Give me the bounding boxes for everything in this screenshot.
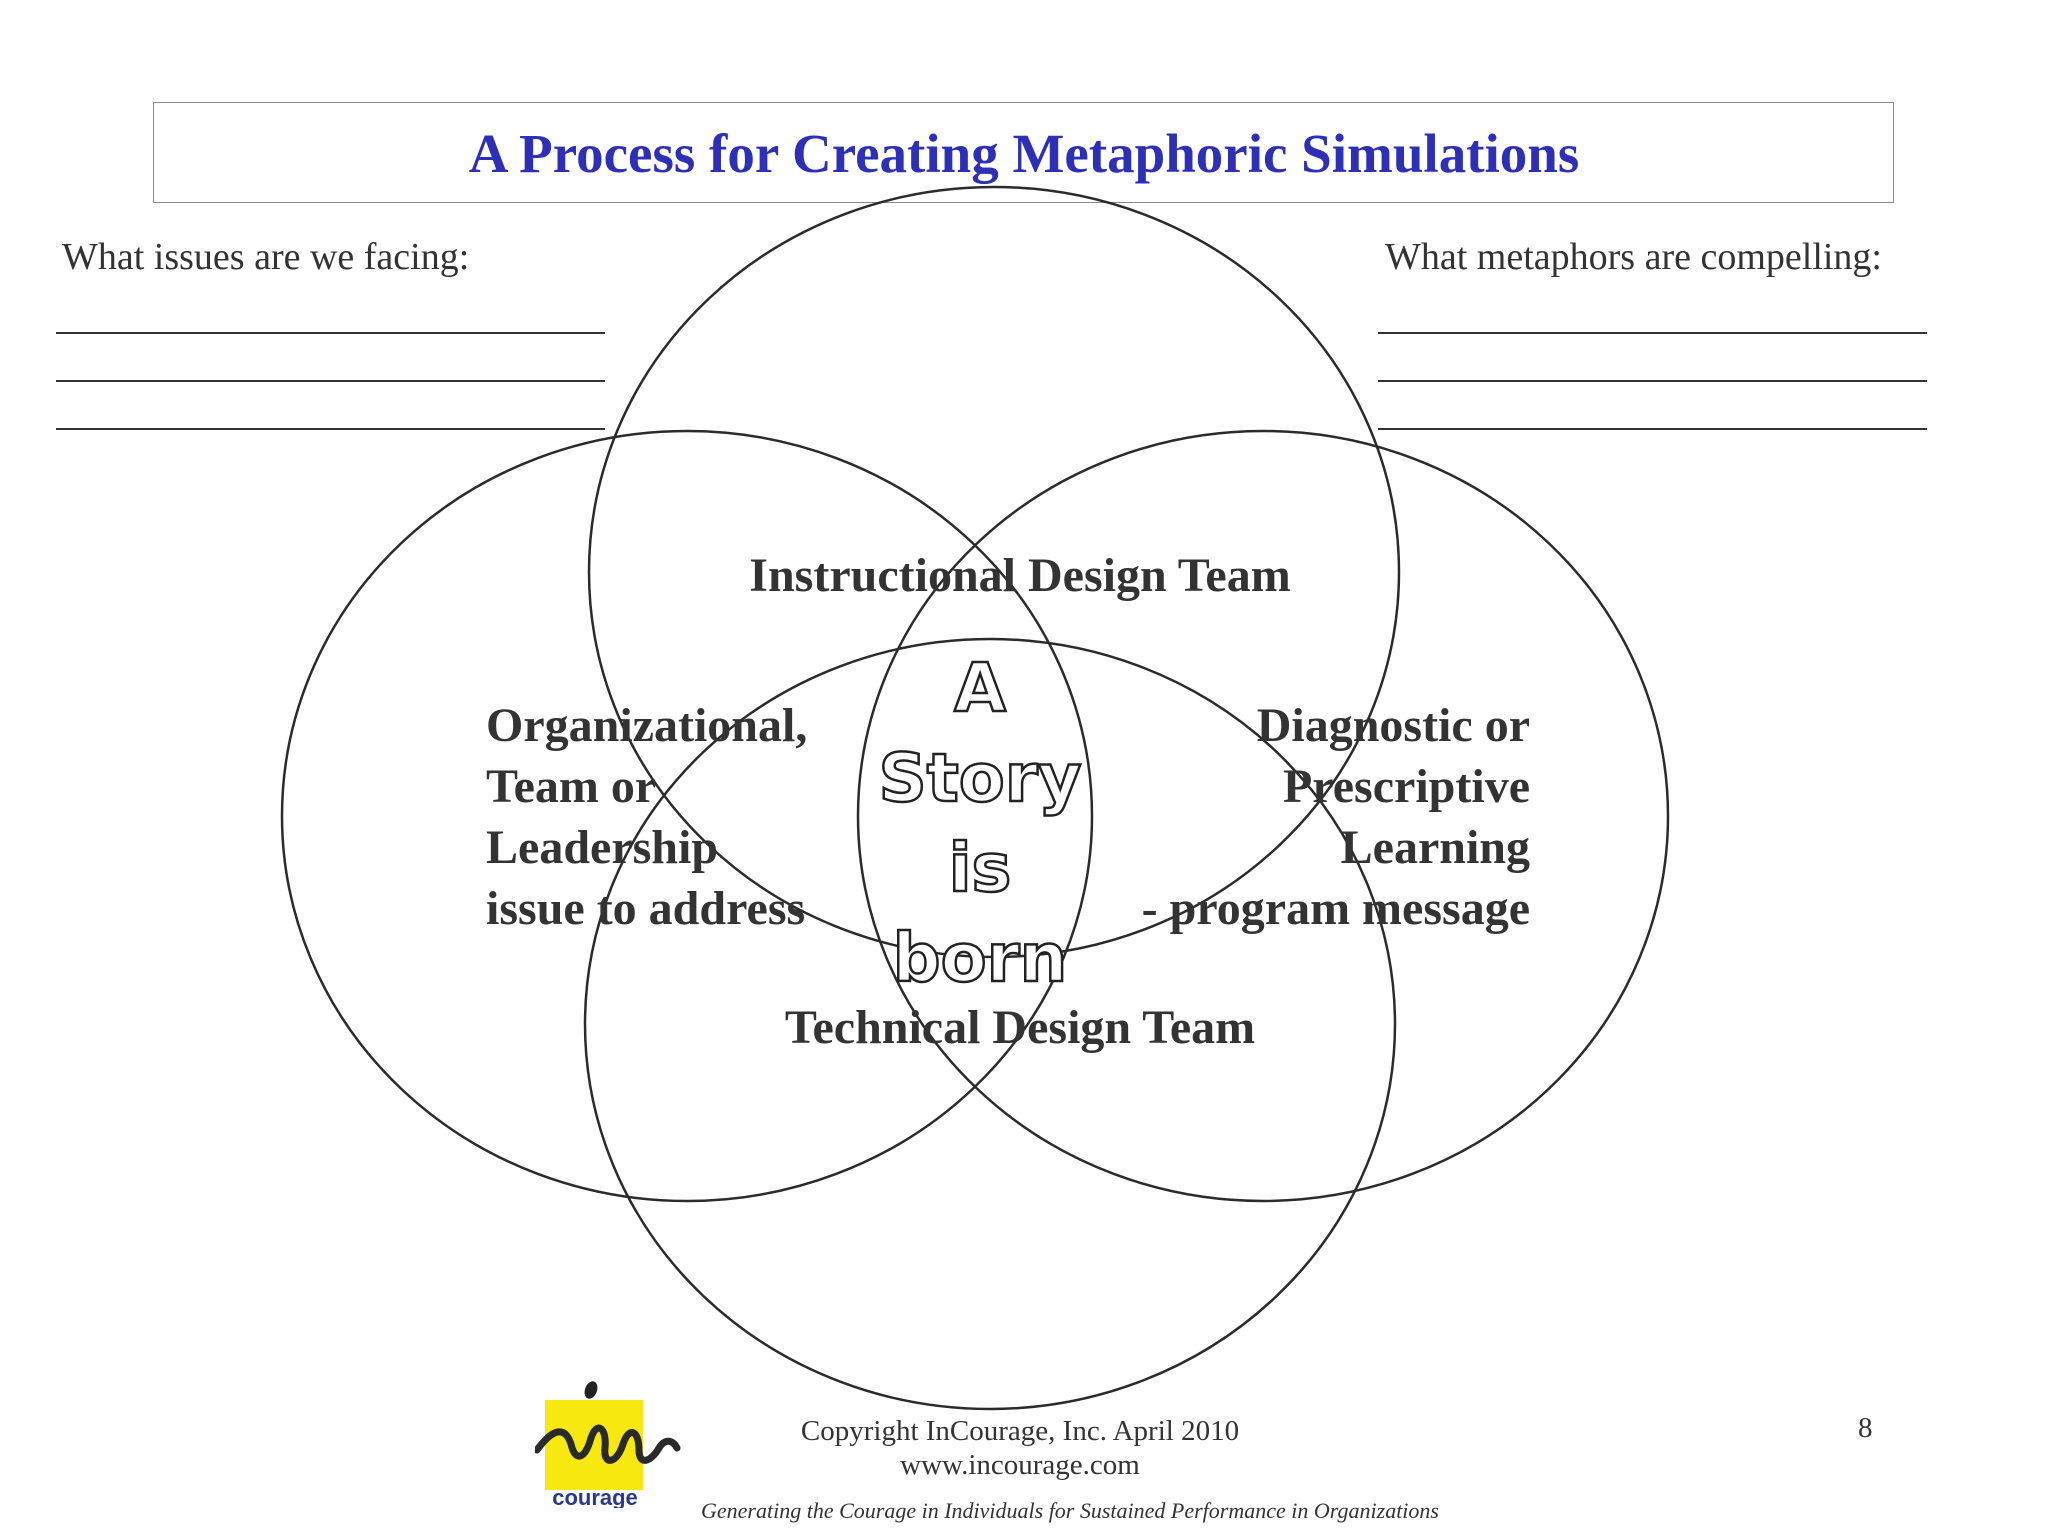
story-word: is bbox=[947, 828, 1012, 909]
footer-copyright: Copyright InCourage, Inc. April 2010 www… bbox=[680, 1414, 1360, 1482]
diagnostic-learning-label: Diagnostic or Prescriptive Learning - pr… bbox=[1142, 695, 1530, 939]
circle-instructional-design bbox=[587, 185, 1401, 959]
circle-organizational-issue bbox=[280, 429, 1094, 1203]
issues-answer-line[interactable] bbox=[56, 380, 605, 382]
label-line: Prescriptive bbox=[1282, 760, 1530, 813]
logo-text: courage bbox=[552, 1485, 638, 1508]
story-word: A bbox=[953, 648, 1007, 729]
incourage-logo: courage bbox=[535, 1381, 681, 1508]
label-line: Diagnostic or bbox=[1256, 699, 1530, 752]
instructional-design-team-label: Instructional Design Team bbox=[749, 549, 1291, 602]
technical-design-team-label: Technical Design Team bbox=[784, 1001, 1256, 1054]
circle-diagnostic-learning bbox=[856, 429, 1670, 1203]
label-line: Learning bbox=[1340, 821, 1530, 874]
metaphors-prompt: What metaphors are compelling: bbox=[1385, 236, 1882, 278]
page-title: A Process for Creating Metaphoric Simula… bbox=[468, 123, 1580, 184]
label-line: issue to address bbox=[486, 882, 806, 935]
label-line: Leadership bbox=[486, 821, 719, 874]
story-word: born bbox=[891, 918, 1068, 999]
circle-technical-design bbox=[583, 637, 1397, 1411]
page-number: 8 bbox=[1858, 1412, 1873, 1444]
footer-tagline: Generating the Courage in Individuals fo… bbox=[701, 1498, 1439, 1523]
metaphors-answer-line[interactable] bbox=[1378, 428, 1927, 430]
label-line: Organizational, bbox=[486, 699, 808, 752]
issues-answer-line[interactable] bbox=[56, 332, 605, 334]
label-line: Team or bbox=[486, 760, 657, 813]
issues-prompt: What issues are we facing: bbox=[62, 236, 470, 278]
organizational-issue-label: Organizational, Team or Leadership issue… bbox=[486, 695, 807, 939]
copyright-text: Copyright InCourage, Inc. April 2010 bbox=[800, 1415, 1240, 1447]
story-is-born-center: A Story is born bbox=[860, 643, 1100, 1003]
label-line: - program message bbox=[1141, 882, 1530, 935]
metaphors-answer-line[interactable] bbox=[1378, 332, 1927, 334]
website-link[interactable]: www.incourage.com bbox=[900, 1449, 1140, 1481]
metaphors-answer-line[interactable] bbox=[1378, 380, 1927, 382]
story-word: Story bbox=[877, 738, 1083, 819]
issues-answer-line[interactable] bbox=[56, 428, 605, 430]
title-box bbox=[153, 102, 1894, 203]
